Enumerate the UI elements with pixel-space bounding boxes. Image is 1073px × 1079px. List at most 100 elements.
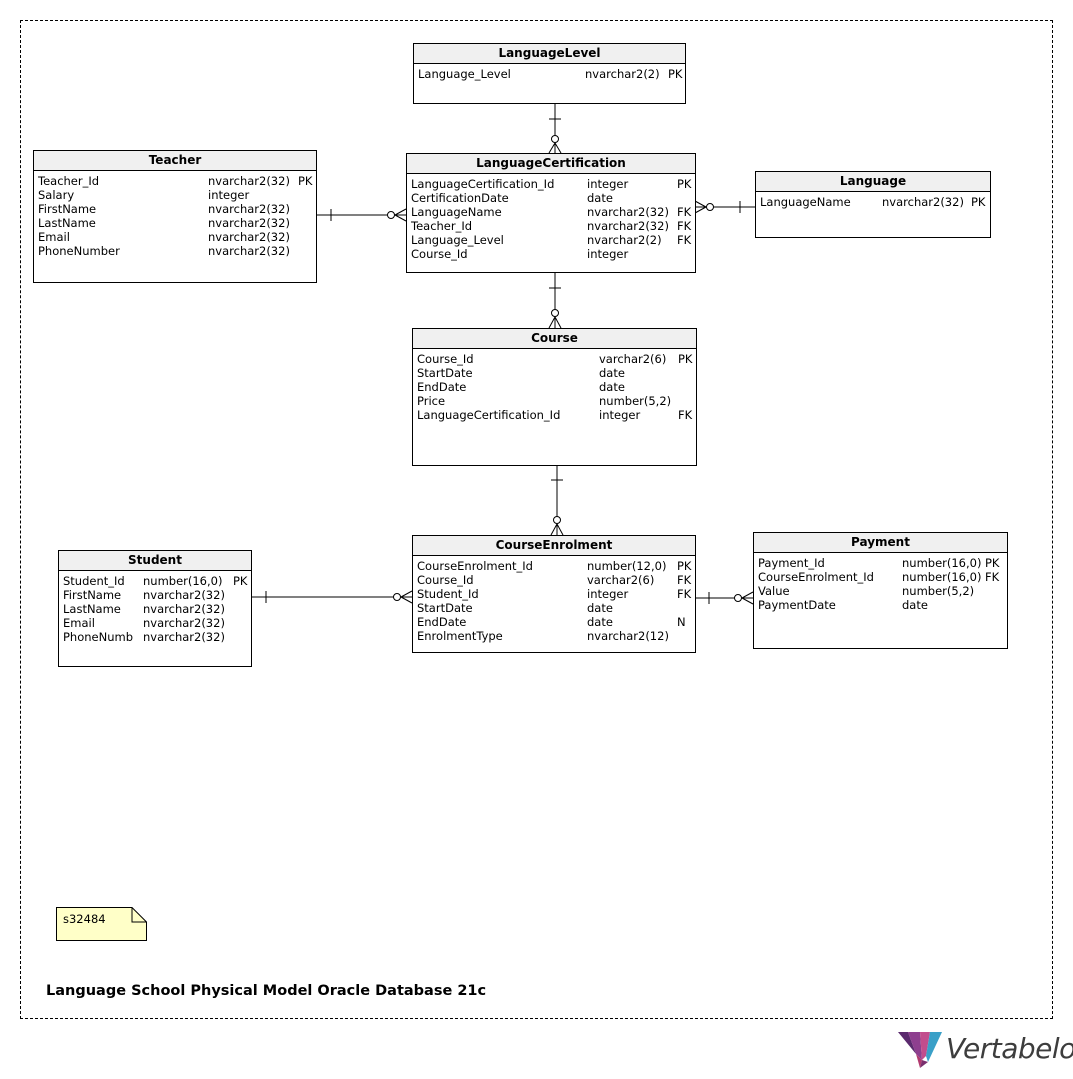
column-name: Language_Level [418, 67, 511, 81]
sticky-note[interactable]: s32484 [56, 907, 147, 941]
column-type: nvarchar2(32) [143, 602, 225, 616]
column-type: number(5,2) [599, 394, 672, 408]
column-name: LanguageCertification_Id [411, 177, 555, 191]
column-row[interactable]: Salary integer [34, 188, 316, 202]
column-type: varchar2(6) [599, 352, 667, 366]
rel-languagelevel-certification [548, 103, 562, 154]
column-row[interactable]: Course_Id varchar2(6) FK [413, 573, 695, 587]
column-name: CertificationDate [411, 191, 509, 205]
column-row[interactable]: LastName nvarchar2(32) [59, 602, 251, 616]
column-row[interactable]: Student_Id integer FK [413, 587, 695, 601]
column-name: Email [63, 616, 95, 630]
column-type: nvarchar2(32) [208, 216, 290, 230]
column-name: Payment_Id [758, 556, 825, 570]
column-type: integer [587, 247, 629, 261]
column-type: nvarchar2(32) [587, 219, 669, 233]
table-title: Payment [754, 533, 1007, 553]
column-type: date [599, 366, 625, 380]
brand-name: Vertabelo [946, 1032, 1073, 1065]
column-name: LastName [38, 216, 96, 230]
column-name: PhoneNumber [38, 244, 120, 258]
column-row[interactable]: LastName nvarchar2(32) [34, 216, 316, 230]
column-row[interactable]: StartDate date [413, 601, 695, 615]
column-name: Value [758, 584, 790, 598]
column-key: PK [677, 177, 692, 191]
column-key: FK [677, 587, 692, 601]
column-type: nvarchar2(32) [208, 244, 290, 258]
column-type: nvarchar2(2) [587, 233, 662, 247]
table-title: CourseEnrolment [413, 536, 695, 556]
column-name: LanguageName [760, 195, 851, 209]
column-name: Student_Id [417, 587, 479, 601]
column-key: FK [677, 205, 692, 219]
column-name: Course_Id [417, 352, 474, 366]
column-row[interactable]: PhoneNumber nvarchar2(32) [34, 244, 316, 258]
column-type: date [587, 601, 613, 615]
note-text: s32484 [63, 912, 106, 926]
column-name: StartDate [417, 601, 473, 615]
table-languagecertification[interactable]: LanguageCertification LanguageCertificat… [406, 153, 696, 273]
column-key: FK [677, 573, 692, 587]
rel-enrolment-payment [695, 591, 754, 605]
column-key: FK [677, 219, 692, 233]
brand-logo: Vertabelo [896, 1028, 1073, 1072]
column-name: LanguageCertification_Id [417, 408, 561, 422]
column-name: FirstName [63, 588, 122, 602]
column-type: integer [587, 177, 629, 191]
column-name: Price [417, 394, 446, 408]
column-name: Student_Id [63, 574, 125, 588]
column-row[interactable]: Teacher_Id nvarchar2(32) FK [407, 219, 695, 233]
note-shape [56, 907, 147, 941]
column-type: number(12,0) [587, 559, 667, 573]
column-type: date [599, 380, 625, 394]
column-row[interactable]: LanguageCertification_Id integer PK [407, 177, 695, 191]
column-type: nvarchar2(32) [587, 205, 669, 219]
column-name: EndDate [417, 380, 467, 394]
column-type: date [587, 191, 613, 205]
column-name: LastName [63, 602, 121, 616]
column-key: FK [678, 408, 693, 422]
column-name: Course_Id [417, 573, 474, 587]
column-name: Teacher_Id [411, 219, 473, 233]
column-type: integer [208, 188, 250, 202]
column-row[interactable]: Price number(5,2) [413, 394, 696, 408]
column-type: nvarchar2(12) [587, 629, 669, 643]
column-name: Salary [38, 188, 75, 202]
column-type: varchar2(6) [587, 573, 655, 587]
column-row[interactable]: CertificationDate date [407, 191, 695, 205]
column-key: N [677, 615, 686, 629]
column-type: integer [587, 587, 629, 601]
column-row[interactable]: EndDate date [413, 380, 696, 394]
rel-student-enrolment [251, 590, 413, 604]
